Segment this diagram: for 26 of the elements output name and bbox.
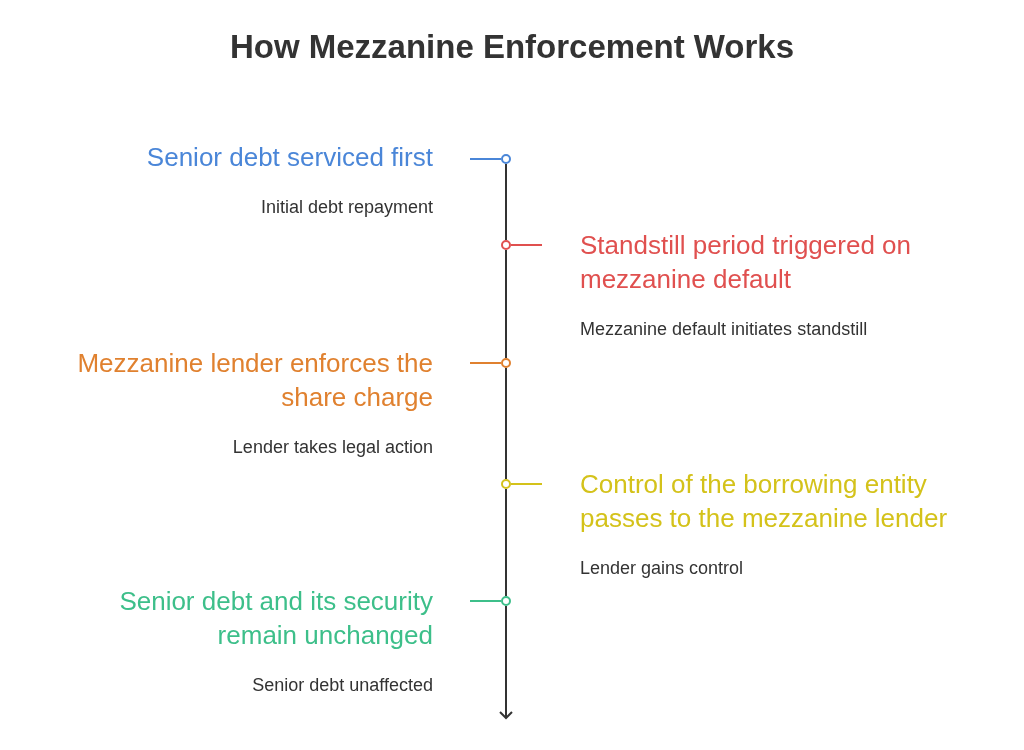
timeline-dot [501,479,511,489]
timeline-line [505,488,507,597]
event-heading: Senior debt serviced first [145,141,433,174]
event-description: Senior debt unaffected [251,674,433,696]
timeline-dot [501,154,511,164]
timeline-line [505,249,507,359]
leader-line [510,244,543,246]
timeline-line [505,163,507,241]
timeline-dot [501,358,511,368]
event-description: Lender gains control [580,557,745,579]
leader-line [469,600,502,602]
event-description: Initial debt repayment [259,196,433,218]
event-heading: Senior debt and its security remain unchanged [118,585,433,652]
event-description: Mezzanine default initiates standstill [580,318,869,340]
timeline-line [505,367,507,480]
timeline-dot [501,596,511,606]
timeline-arrow [499,605,513,719]
event-heading: Control of the borrowing entity passes to the mezzanine lender [580,468,949,535]
leader-line [469,362,502,364]
event-heading: Standstill period triggered on mezzanine default [580,229,912,296]
diagram-title: How Mezzanine Enforcement Works [228,28,796,66]
leader-line [510,483,543,485]
event-description: Lender takes legal action [231,436,433,458]
event-heading: Mezzanine lender enforces the share charge [76,347,433,414]
leader-line [469,158,502,160]
timeline-dot [501,240,511,250]
